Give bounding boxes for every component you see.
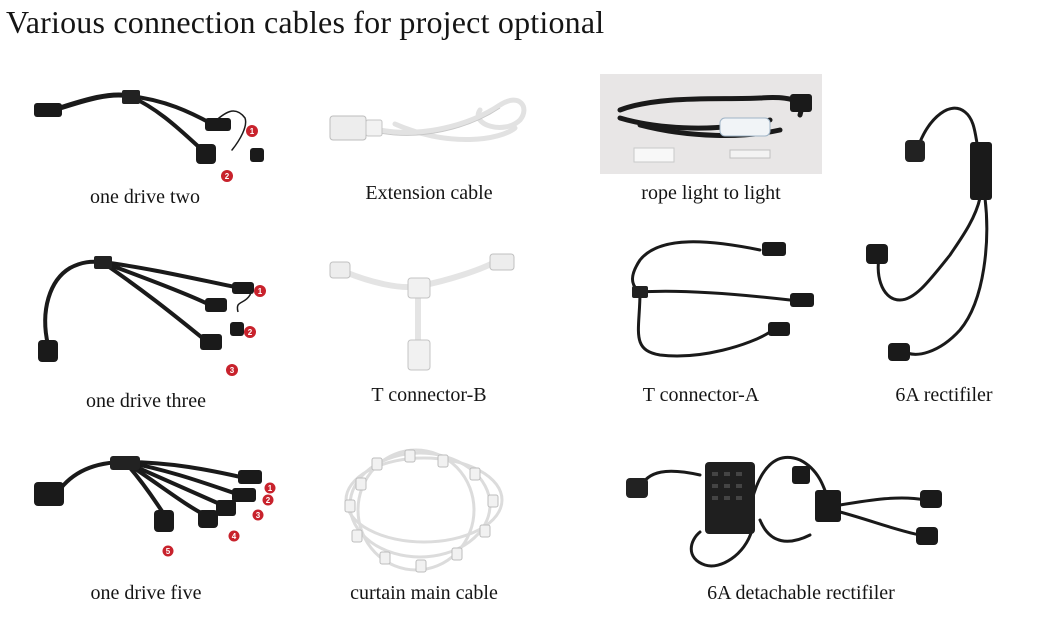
svg-text:1: 1 [268,484,273,493]
marker-1: 1 [254,285,266,297]
caption-extension-cable: Extension cable [365,182,493,204]
marker-2: 2 [262,494,274,506]
svg-text:5: 5 [166,547,171,556]
svg-text:3: 3 [256,511,261,520]
svg-text:2: 2 [225,172,230,181]
svg-text:1: 1 [250,127,255,136]
marker-2: 2 [244,326,256,338]
marker-3: 3 [226,364,238,376]
marker-3: 3 [252,509,264,521]
marker-2: 2 [221,170,233,182]
svg-text:3: 3 [230,366,235,375]
caption-one-drive-two: one drive two [90,186,200,208]
caption-rope-light-to-light: rope light to light [641,182,781,204]
svg-text:4: 4 [232,532,237,541]
marker-1: 1 [264,482,276,494]
caption-curtain-main-cable: curtain main cable [350,582,498,604]
caption-one-drive-five: one drive five [90,582,202,604]
svg-text:2: 2 [266,496,271,505]
marker-5: 5 [162,545,174,557]
svg-text:2: 2 [248,328,253,337]
marker-1: 1 [246,125,258,137]
marker-4: 4 [228,530,240,542]
caption-t-connector-b: T connector-B [371,384,487,406]
caption-one-drive-three: one drive three [86,390,206,412]
caption-6a-rectifiler: 6A rectifiler [895,384,993,406]
caption-t-connector-a: T connector-A [642,384,760,406]
svg-text:1: 1 [258,287,263,296]
caption-6a-detachable-rectifiler: 6A detachable rectifiler [707,582,895,604]
page-title: Various connection cables for project op… [6,4,605,40]
